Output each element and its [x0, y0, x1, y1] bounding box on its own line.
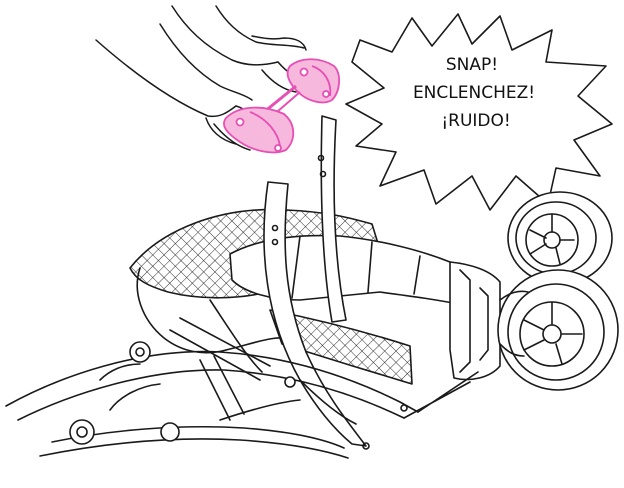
callout-line-3: ¡RUIDO! — [441, 111, 510, 131]
callout-line-2: ENCLENCHEZ! — [413, 83, 535, 103]
rear-wheel-lower — [498, 270, 618, 390]
front-wheel-a — [70, 420, 94, 444]
callout-line-1: SNAP! — [446, 55, 498, 75]
snap-callout: SNAP! ENCLENCHEZ! ¡RUIDO! — [346, 14, 612, 210]
front-wheel-b — [130, 342, 150, 362]
